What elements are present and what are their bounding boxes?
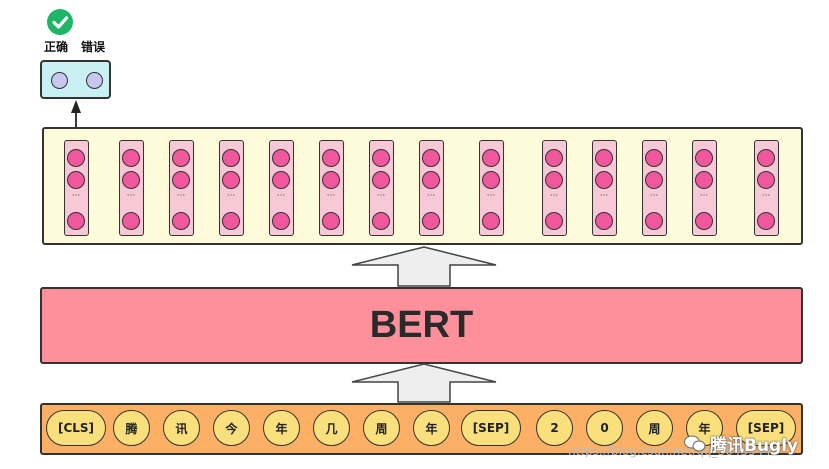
vector-unit [372, 212, 390, 230]
vector-unit [222, 149, 240, 167]
output-vector-5: ··· [319, 140, 344, 236]
input-token-10: 0 [586, 410, 623, 446]
input-token-2: 讯 [163, 410, 200, 446]
input-token-13: [SEP] [736, 410, 796, 446]
input-token-0: [CLS] [46, 410, 106, 446]
input-token-5: 几 [313, 410, 350, 446]
output-vector-0: ··· [64, 140, 89, 236]
vector-unit [545, 171, 563, 189]
vector-unit [422, 171, 440, 189]
wechat-icon [684, 435, 706, 451]
correct-label: 正确 [44, 40, 69, 54]
output-vector-8: ··· [479, 140, 504, 236]
vector-unit [757, 212, 775, 230]
vector-unit [122, 149, 140, 167]
vector-ellipsis: ··· [426, 191, 436, 201]
input-to-bert-arrow [351, 363, 497, 403]
vector-unit [272, 149, 290, 167]
bert-to-output-arrow [351, 246, 497, 287]
vector-ellipsis: ··· [176, 191, 186, 201]
vector-unit [757, 171, 775, 189]
vector-unit [122, 212, 140, 230]
vector-unit [67, 149, 85, 167]
vector-unit [595, 212, 613, 230]
vector-unit [372, 171, 390, 189]
vector-unit [222, 171, 240, 189]
bert-label: BERT [369, 304, 474, 346]
output-vector-7: ··· [419, 140, 444, 236]
input-token-1: 腾 [113, 410, 150, 446]
output-vector-12: ··· [692, 140, 717, 236]
vector-unit [222, 212, 240, 230]
vector-ellipsis: ··· [549, 191, 559, 201]
vector-unit [372, 149, 390, 167]
vector-ellipsis: ··· [599, 191, 609, 201]
output-vector-2: ··· [169, 140, 194, 236]
output-vector-1: ··· [119, 140, 144, 236]
checkmark-icon [47, 9, 73, 35]
vector-unit [322, 171, 340, 189]
vector-unit [272, 171, 290, 189]
vector-unit [645, 149, 663, 167]
vector-unit [545, 212, 563, 230]
wrong-neuron [86, 72, 103, 89]
vector-unit [645, 212, 663, 230]
vector-unit [322, 212, 340, 230]
vector-unit [322, 149, 340, 167]
vector-unit [67, 171, 85, 189]
vector-unit [482, 212, 500, 230]
bert-model-block: BERT [40, 287, 803, 364]
output-vector-4: ··· [269, 140, 294, 236]
vector-unit [595, 149, 613, 167]
brand-name: 腾讯Bugly [710, 436, 799, 456]
vector-unit [482, 149, 500, 167]
vector-ellipsis: ··· [649, 191, 659, 201]
vector-unit [67, 212, 85, 230]
vector-unit [695, 171, 713, 189]
vector-ellipsis: ··· [376, 191, 386, 201]
vector-unit [595, 171, 613, 189]
input-token-4: 年 [263, 410, 300, 446]
output-vector-10: ··· [592, 140, 617, 236]
vector-unit [172, 149, 190, 167]
output-vector-9: ··· [542, 140, 567, 236]
output-vector-6: ··· [369, 140, 394, 236]
input-token-9: 2 [536, 410, 573, 446]
vector-unit [645, 171, 663, 189]
vector-unit [422, 149, 440, 167]
vector-unit [757, 149, 775, 167]
vector-ellipsis: ··· [226, 191, 236, 201]
vector-unit [122, 171, 140, 189]
watermark-brand: 腾讯Bugly [684, 431, 798, 456]
wrong-label: 错误 [81, 40, 106, 54]
output-vector-13: ··· [754, 140, 779, 236]
vector-unit [695, 149, 713, 167]
vector-ellipsis: ··· [126, 191, 136, 201]
vector-ellipsis: ··· [71, 191, 81, 201]
output-vector-11: ··· [642, 140, 667, 236]
watermark-url: https://blog.csdn.net/qq_36455445 [568, 444, 779, 458]
vector-ellipsis: ··· [326, 191, 336, 201]
input-token-7: 年 [413, 410, 450, 446]
vector-unit [482, 171, 500, 189]
vector-ellipsis: ··· [699, 191, 709, 201]
classifier-output-box [40, 60, 111, 99]
input-token-11: 周 [636, 410, 673, 446]
vector-unit [172, 212, 190, 230]
vector-ellipsis: ··· [276, 191, 286, 201]
correct-neuron [51, 72, 68, 89]
vector-unit [695, 212, 713, 230]
vector-ellipsis: ··· [486, 191, 496, 201]
input-token-3: 今 [213, 410, 250, 446]
input-token-8: [SEP] [461, 410, 521, 446]
input-token-6: 周 [363, 410, 400, 446]
vector-unit [172, 171, 190, 189]
vector-unit [422, 212, 440, 230]
vector-ellipsis: ··· [761, 191, 771, 201]
vector-unit [545, 149, 563, 167]
cls-to-classifier-arrowhead [71, 100, 81, 113]
vector-unit [272, 212, 290, 230]
output-vector-3: ··· [219, 140, 244, 236]
